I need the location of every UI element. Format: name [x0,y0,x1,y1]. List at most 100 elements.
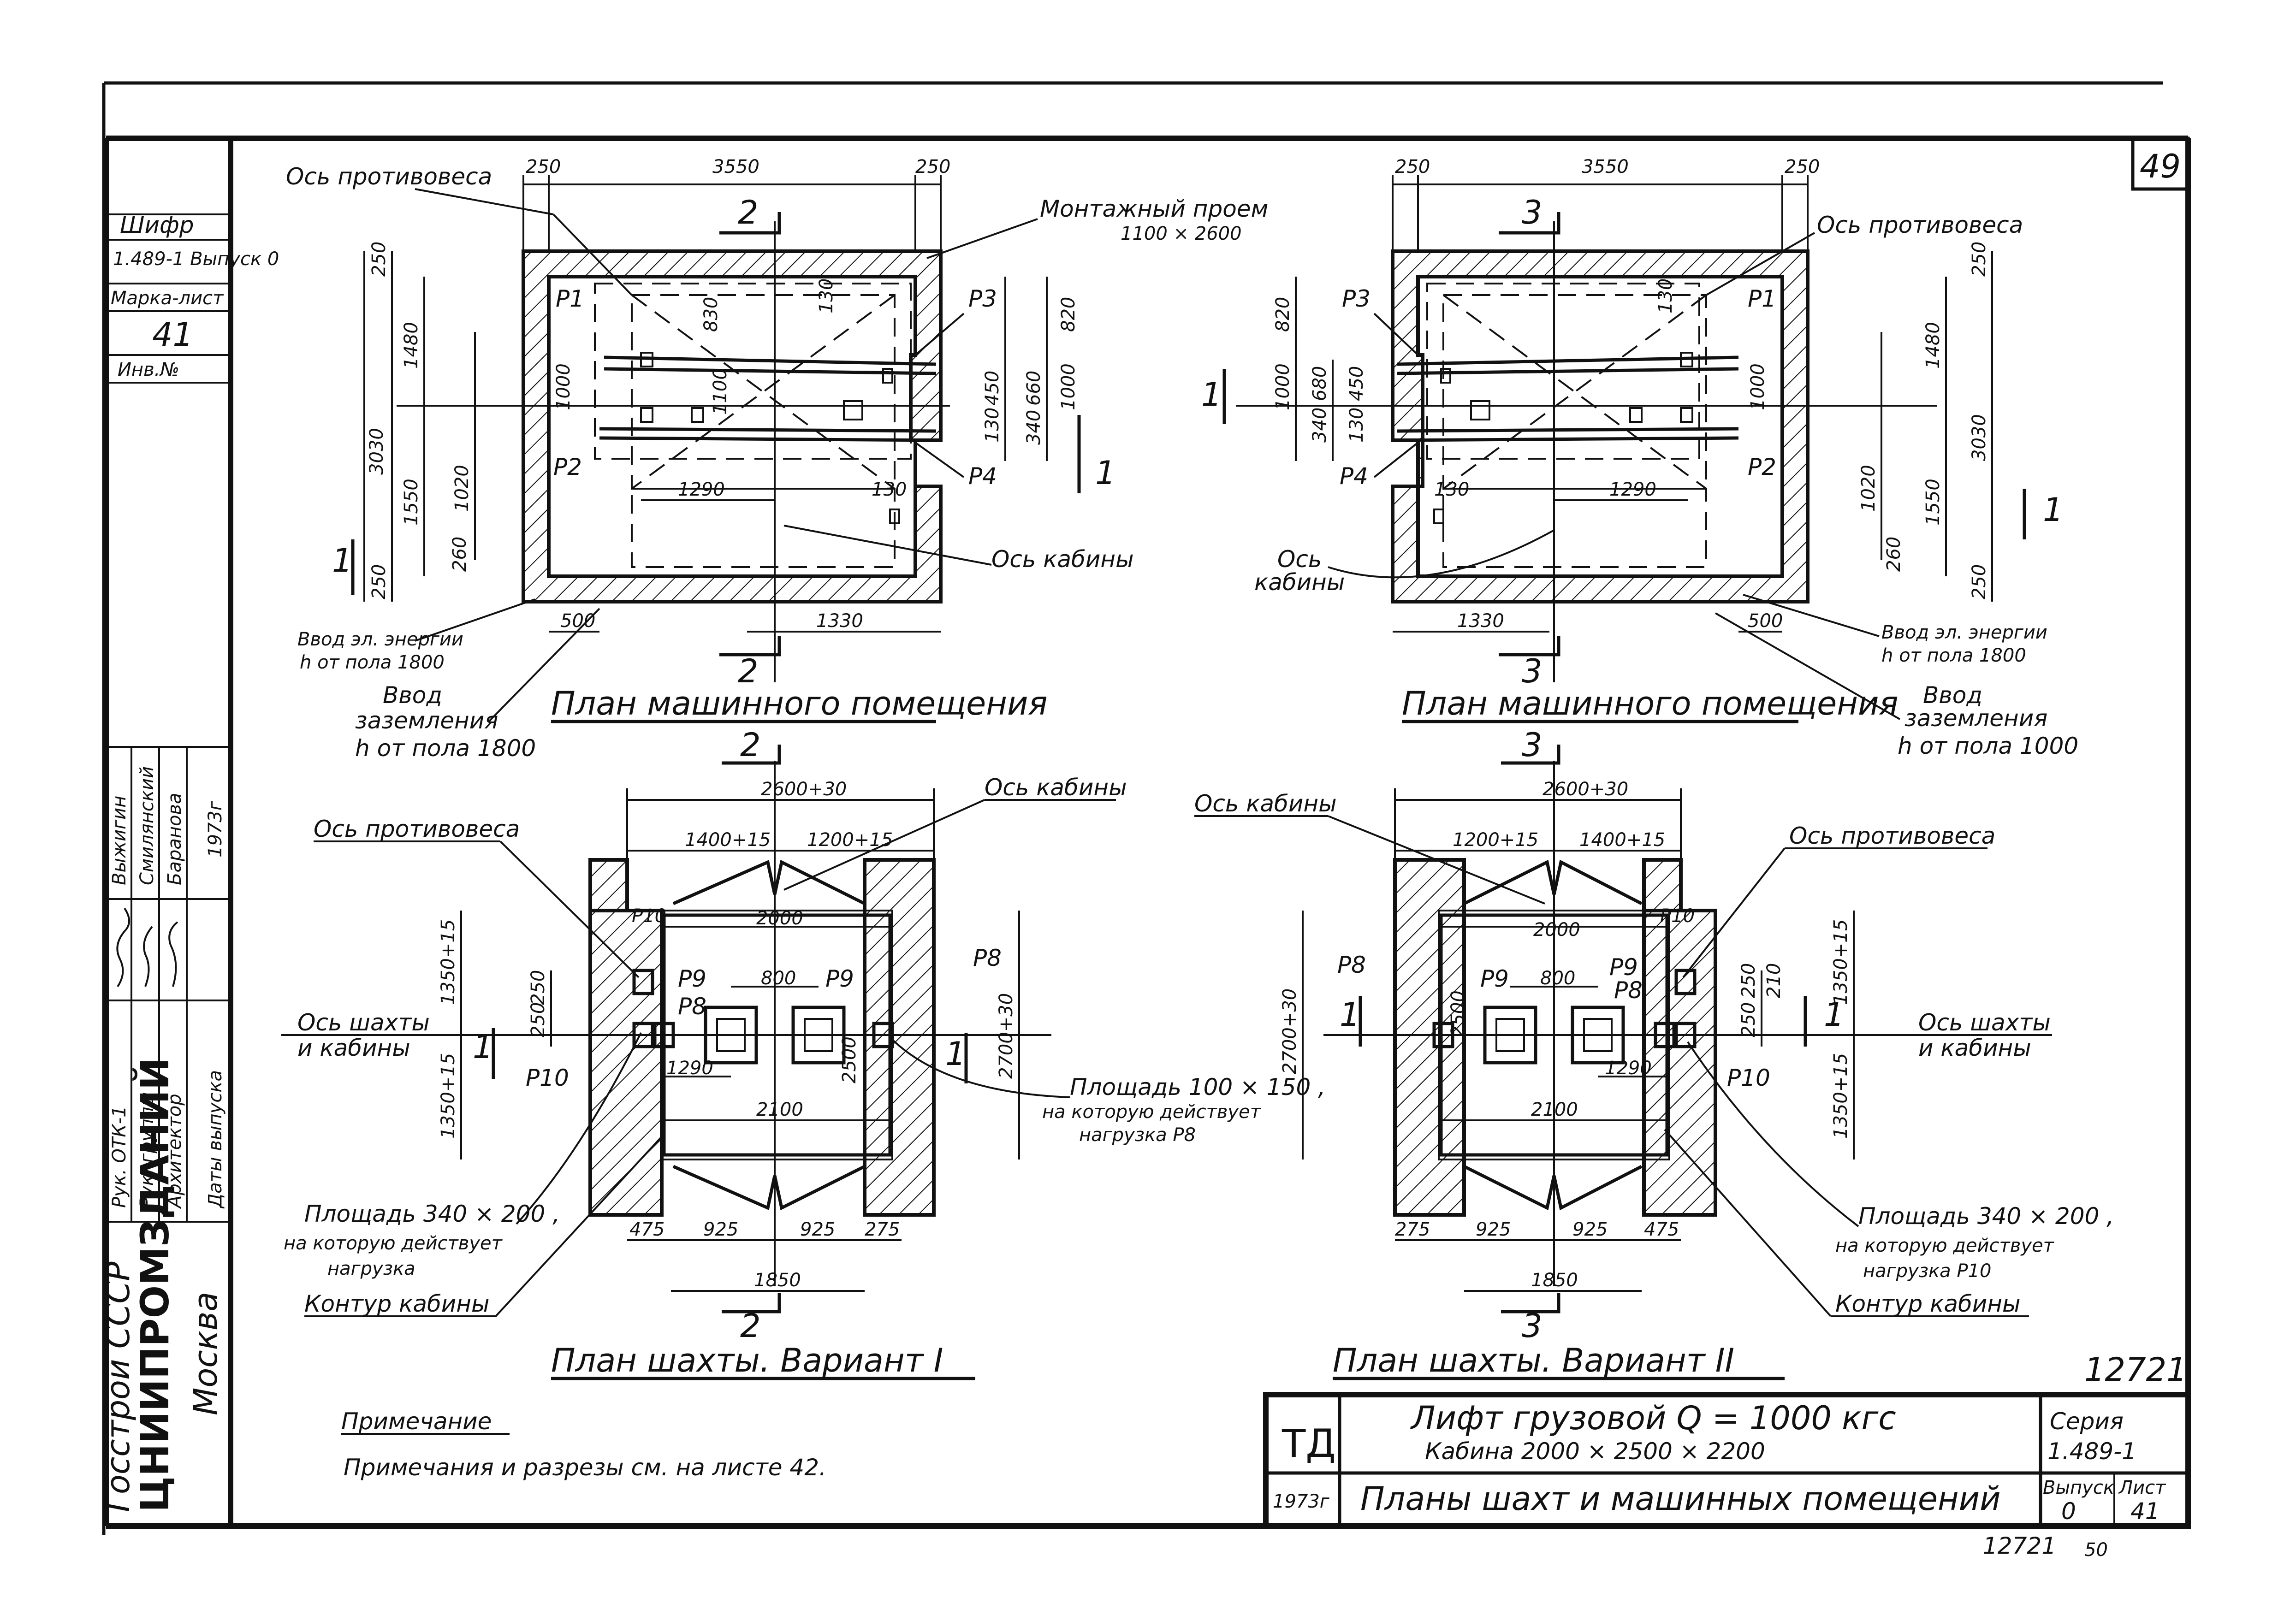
wall-right [863,858,936,1217]
load-p9-right: P9 [1609,954,1638,981]
dim-1850: 1850 [754,1270,801,1291]
dim-250-b: 250 [915,156,950,177]
dim-250-b: 250 [528,1002,549,1037]
dim-1350-bottom: 1350+15 [1830,1053,1851,1139]
dim-340: 340 [1309,408,1330,443]
signature-1 [116,907,130,988]
section-3-bottom: 3 [1522,652,1543,690]
org-institute: ЦНИИПРОМЗДАНИЙ [132,1058,178,1512]
name-1: Выжигин [109,796,130,885]
dim-830: 830 [700,297,722,332]
dim-250-a: 250 [1395,156,1430,177]
label-cabin-axis: Ось [1277,546,1322,573]
dim-1020: 1020 [451,465,473,512]
dim-1350-top: 1350+15 [438,919,459,1005]
dim-1290: 1290 [1609,479,1656,500]
issue-label: Выпуск [2043,1477,2114,1498]
dim-925-a: 925 [1476,1219,1511,1240]
label-ground-in: Ввод [383,682,442,709]
label-shaft-axis-2: и кабины [297,1035,410,1061]
load-p8-right: P8 [1614,977,1643,1004]
org-city: Москва [187,1292,225,1415]
dim-2100: 2100 [756,1099,803,1120]
dim-2000: 2000 [1533,919,1580,941]
label-cabin-axis: Ось кабины [985,774,1127,801]
label-area-100-2: на которую действует [1042,1101,1262,1123]
dim-475: 475 [629,1219,664,1240]
shaft-plan-2: 3 3 1 1 2600+30 1200+15 1400+15 2000 800… [1194,726,2114,1380]
dim-1290: 1290 [666,1058,713,1079]
signature-2 [143,926,153,987]
title-block: ТД Лифт грузовой Q = 1000 кгс Кабина 200… [1263,1392,2191,1529]
section-1-right: 1 [945,1035,966,1073]
dim-250-a: 250 [526,156,561,177]
section-3-top: 3 [1522,194,1543,231]
role-otk: Рук. ОТК-1 [109,1106,130,1208]
dim-3550: 3550 [712,156,759,177]
load-p3: P3 [968,285,997,312]
dim-925-b: 925 [1572,1219,1608,1240]
role-dates: Даты выпуска [205,1070,226,1209]
dim-275: 275 [865,1219,900,1240]
dim-800: 800 [761,968,796,989]
dim-1290: 1290 [678,479,725,500]
org-gosstroy: Госстрой СССР [99,1261,137,1512]
dim-3550: 3550 [1582,156,1629,177]
note: Примечание Примечания и разрезы см. на л… [341,1408,826,1481]
walls [522,249,943,603]
load-p8-left: P8 [678,993,706,1020]
title-line-1: Лифт грузовой Q = 1000 кгс [1410,1399,1896,1437]
label-area-340-3: нагрузка [327,1258,415,1279]
title-line-2: Кабина 2000 × 2500 × 2200 [1425,1438,1765,1465]
label-ground-in: Ввод [1923,682,1982,709]
dim-820: 820 [1058,297,1079,332]
dim-260: 260 [449,537,470,572]
dim-450: 450 [1346,366,1367,401]
section-3-top: 3 [1522,726,1543,764]
stamp-series: 1.489-1 Выпуск 0 [113,248,279,270]
label-cabin-axis-2: кабины [1254,569,1345,596]
label-cabin-contour: Контур кабины [1835,1290,2020,1317]
stamp-mark-number: 41 [152,316,193,354]
sheet-frame: 49 [102,81,2191,1535]
dim-130-bottom: 130 [872,479,907,500]
dim-3030: 3030 [1969,414,1990,461]
section-1-left: 1 [1201,376,1222,414]
title-mark: ТД [1281,1421,1336,1466]
series-label: Серия [2050,1408,2124,1435]
dim-925-b: 925 [800,1219,835,1240]
dim-1400: 1400+15 [1579,829,1665,851]
dim-260: 260 [1883,537,1904,572]
dim-2100: 2100 [1531,1099,1578,1120]
label-ground-h: h от пола 1000 [1898,733,2078,759]
dim-500: 500 [560,610,595,632]
dim-2600: 2600+30 [1543,779,1628,800]
stamp-cipher: Шифр [120,212,194,238]
dim-500: 500 [1748,610,1783,632]
load-p10-bottom: P10 [1727,1065,1770,1091]
left-stamp: Шифр 1.489-1 Выпуск 0 Марка-лист 41 Инв.… [99,212,279,1512]
dim-130-left: 130 [1346,408,1367,443]
role-group: Рук. группы [136,1092,158,1208]
archive-number-top: 12721 [2084,1351,2187,1389]
label-shaft-axis: Ось шахты [297,1009,430,1036]
dim-250-b: 250 [1738,1002,1759,1037]
section-1-right: 1 [1824,996,1845,1034]
section-2-top: 2 [740,726,761,764]
label-ground-h: h от пола 1800 [355,735,536,762]
wall-left-top [588,858,629,912]
dim-2700: 2700+30 [1279,988,1300,1074]
dim-1550: 1550 [1922,479,1944,526]
plan-title-shaft-2: План шахты. Вариант II [1333,1342,1734,1379]
dim-1550: 1550 [401,479,422,526]
plan-title-machine-2: План машинного помещения [1402,685,1899,722]
dim-2000: 2000 [756,908,803,929]
series-value: 1.489-1 [2047,1438,2136,1465]
page-number: 49 [2140,148,2181,185]
label-mount-opening: Монтажный проем [1040,195,1268,222]
label-shaft-axis-2: и кабины [1918,1035,2031,1061]
load-p8-left: P8 [1337,952,1366,978]
dim-1100: 1100 [710,368,731,415]
label-counterweight-axis: Ось противовеса [1817,212,2023,238]
dim-250-left-b: 250 [368,564,390,599]
